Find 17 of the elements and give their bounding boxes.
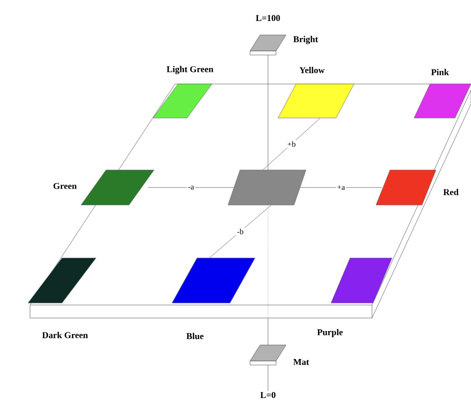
connector-line	[148, 187, 234, 188]
color-name: Bright	[293, 36, 318, 44]
color-name: Light Green	[166, 66, 214, 74]
color-name: Dark Green	[42, 332, 88, 338]
connector-line	[262, 118, 320, 170]
color-swatch	[228, 170, 306, 206]
color-name: Purple	[317, 328, 343, 338]
color-name: Pink	[431, 68, 449, 76]
axis-label: L=0	[259, 390, 277, 400]
connector-line	[209, 205, 272, 258]
connector-line	[300, 187, 382, 188]
color-name: Red	[443, 188, 459, 196]
color-name: Mat	[293, 359, 310, 365]
color-name: Yellow	[299, 66, 325, 74]
color-name: Blue	[186, 332, 204, 340]
axis-label: L=100	[254, 14, 282, 22]
color-name: Green	[54, 183, 77, 190]
